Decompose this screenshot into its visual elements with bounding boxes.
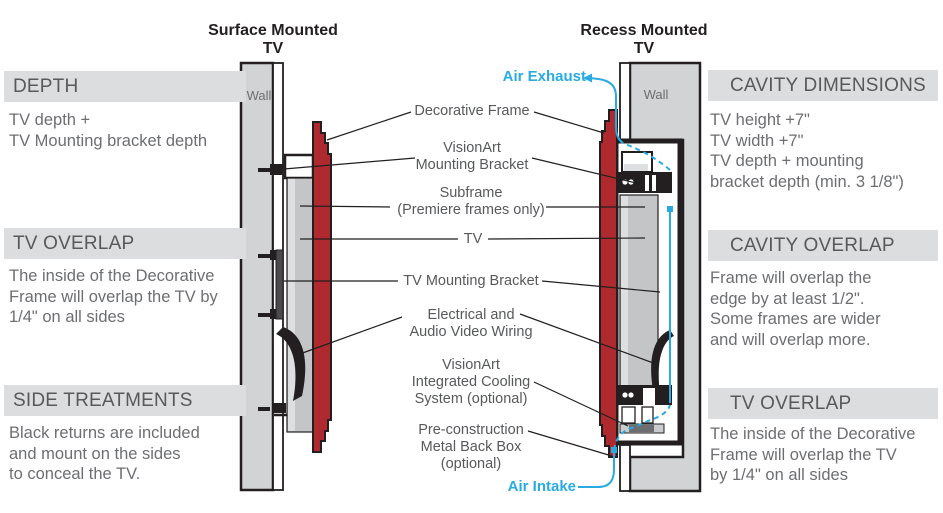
tv-mounting-bracket-label: TV Mounting Bracket — [403, 273, 539, 289]
recess-wall-facing-bottom — [619, 444, 631, 492]
recess-mounted-diagram — [578, 61, 702, 493]
tv-label: TV — [463, 231, 483, 247]
recess-wiring — [651, 330, 674, 400]
surface-wiring — [276, 327, 306, 401]
surface-wall — [239, 61, 275, 492]
side-treatments-heading: SIDE TREATMENTS — [4, 385, 246, 416]
recess-lower-slot — [641, 406, 654, 424]
recess-top-bracket — [618, 172, 672, 193]
metal-back-box-label: Pre-construction Metal Back Box (optiona… — [418, 422, 524, 472]
air-exhaust-path — [589, 77, 624, 144]
air-intake-path — [613, 404, 671, 451]
air-intake-marker — [611, 447, 617, 453]
air-exhaust-label: Air Exhaust — [502, 68, 586, 85]
tv-overlap-right-heading: TV OVERLAP — [708, 388, 938, 419]
surface-mounted-diagram — [239, 61, 332, 492]
recess-lower-slot — [621, 406, 636, 424]
fan-icon — [622, 392, 628, 398]
recess-mounted-title: Recess Mounted TV — [580, 22, 708, 57]
cooling-system-label: VisionArt Integrated Cooling System (opt… — [411, 357, 531, 407]
air-riser-marker — [667, 206, 673, 212]
visionart-mounting-bracket-label: VisionArt Mounting Bracket — [415, 140, 529, 173]
air-exhaust-arrow-icon — [583, 73, 592, 83]
subframe-label: Subframe (Premiere frames only) — [397, 185, 545, 218]
recess-subframe-shelf — [624, 164, 648, 171]
leader-lines — [283, 111, 661, 457]
side-treatments-body: Black returns are included and mount on … — [9, 424, 200, 483]
recess-decorative-frame — [599, 109, 618, 458]
cavity-dimensions-body: TV height +7" TV width +7" TV depth + mo… — [710, 111, 904, 191]
tv-overlap-left-heading: TV OVERLAP — [4, 228, 246, 259]
surface-mounted-title: Surface Mounted TV — [208, 22, 338, 57]
cavity-dimensions-heading: CAVITY DIMENSIONS — [708, 70, 938, 101]
surface-decorative-frame — [312, 121, 332, 453]
cavity-overlap-heading: CAVITY OVERLAP — [708, 230, 938, 261]
tv-overlap-left-body: The inside of the Decorative Frame will … — [9, 267, 218, 326]
surface-visionart-bracket — [258, 164, 286, 413]
recess-wall-label: Wall — [643, 87, 669, 102]
tv-overlap-right-body: The inside of the Decorative Frame will … — [710, 425, 916, 484]
recess-bottom-bracket — [618, 385, 672, 405]
depth-heading: DEPTH — [4, 71, 246, 102]
air-intake-path — [578, 452, 615, 488]
electrical-wiring-label: Electrical and Audio Video Wiring — [409, 307, 533, 340]
airflow-paths — [578, 77, 671, 488]
decorative-frame-label: Decorative Frame — [414, 103, 530, 119]
depth-body: TV depth + TV Mounting bracket depth — [9, 111, 208, 150]
surface-wall-label: Wall — [246, 88, 272, 103]
cavity-overlap-body: Frame will overlap the edge by at least … — [710, 269, 881, 349]
air-intake-label: Air Intake — [507, 478, 576, 495]
fan-icon — [628, 392, 634, 398]
recess-wall-facing-top — [619, 62, 631, 141]
